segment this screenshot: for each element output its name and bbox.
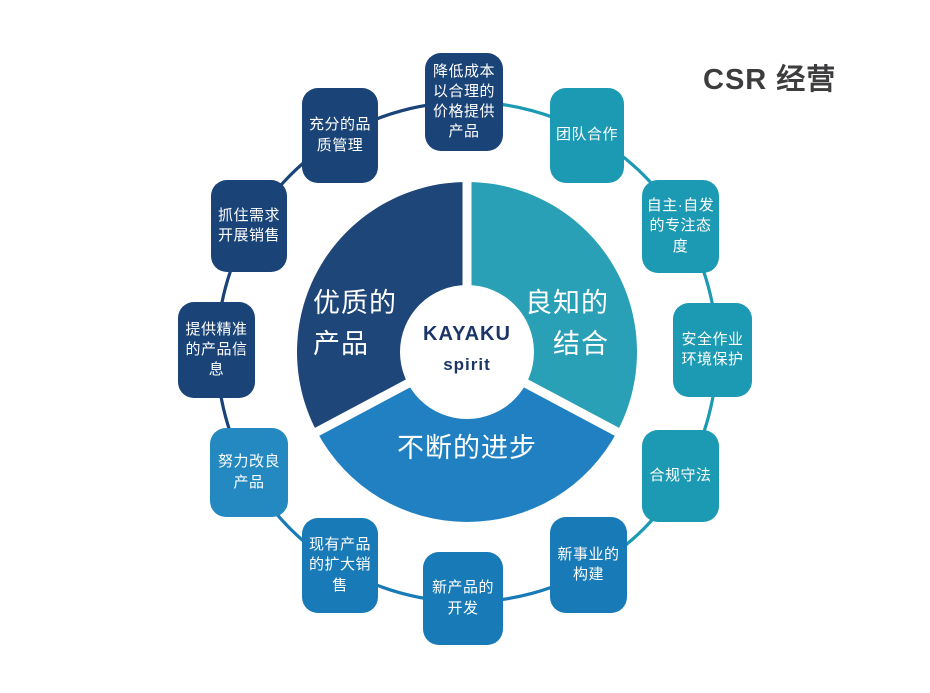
center-brand-sub: spirit [443, 355, 491, 374]
node-existing-product-sales: 现有产品 的扩大销 售 [302, 518, 378, 613]
node-label: 努力改良 产品 [217, 453, 280, 491]
node-precise-product-info: 提供精准 的产品信 息 [178, 302, 255, 398]
node-safe-work-environment: 安全作业 环境保护 [673, 303, 752, 397]
node-new-product-dev: 新产品的 开发 [423, 552, 503, 645]
node-demand-driven-sales: 抓住需求 开展销售 [211, 180, 287, 272]
node-teamwork: 团队合作 [550, 88, 624, 183]
center-brand-name: KAYAKU [423, 323, 511, 345]
center-circle [400, 285, 534, 419]
node-label: 降低成本 以合理的 价格提供 产品 [432, 62, 495, 141]
node-label: 新产品的 开发 [431, 579, 494, 617]
node-label: 充分的品 质管理 [308, 116, 371, 154]
segment-label-quality-products: 优质的 产品 [313, 288, 397, 359]
node-cost-reduction: 降低成本 以合理的 价格提供 产品 [425, 53, 503, 151]
segment-label-conscience-combination: 良知的 结合 [525, 288, 609, 359]
node-label: 提供精准 的产品信 息 [185, 320, 248, 379]
node-label: 合规守法 [649, 466, 712, 484]
node-quality-management: 充分的品 质管理 [302, 88, 378, 183]
node-new-business: 新事业的 构建 [550, 517, 627, 613]
node-label: 抓住需求 开展销售 [217, 206, 280, 244]
node-product-improvement: 努力改良 产品 [210, 428, 288, 517]
center-brand: KAYAKU spirit [397, 323, 537, 375]
node-label: 团队合作 [555, 126, 618, 144]
node-autonomous-attitude: 自主·自发 的专注态 度 [642, 180, 719, 273]
node-label: 安全作业 环境保护 [681, 330, 744, 368]
segment-label-continuous-progress: 不断的进步 [397, 433, 537, 463]
node-label: 新事业的 构建 [557, 545, 620, 583]
page-title: CSR 经营 [703, 64, 837, 96]
node-compliance: 合规守法 [642, 430, 719, 522]
node-label: 现有产品 的扩大销 售 [308, 536, 371, 594]
node-label: 自主·自发 的专注态 度 [646, 197, 715, 255]
